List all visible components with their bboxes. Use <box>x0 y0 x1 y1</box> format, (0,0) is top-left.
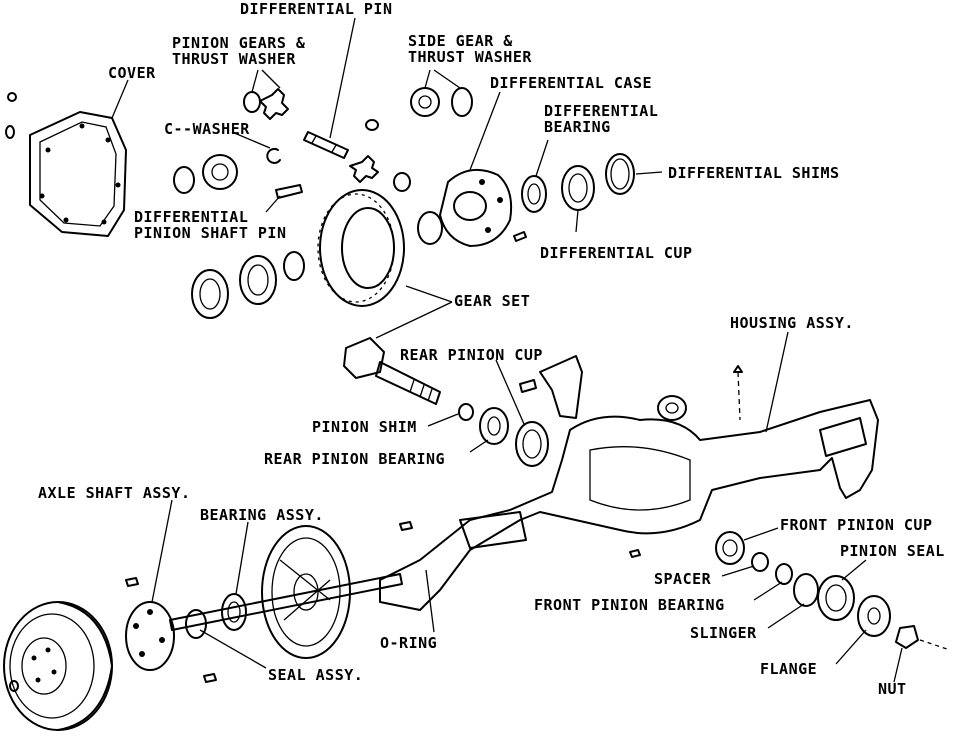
label-side-gear-line1: SIDE GEAR & <box>408 32 513 50</box>
axle-bearing-part <box>185 593 247 639</box>
label-differential-pin: DIFFERENTIAL PIN <box>240 0 393 18</box>
label-differential-bearing-line1: DIFFERENTIAL <box>544 102 658 120</box>
front-pinion-parts <box>715 531 951 651</box>
label-differential-cup: DIFFERENTIAL CUP <box>540 244 693 262</box>
label-c-washer: C--WASHER <box>164 120 250 138</box>
cover-part <box>5 92 127 237</box>
ring-gear-part <box>317 189 405 307</box>
label-side-gear-line2: THRUST WASHER <box>408 48 532 66</box>
label-pinion-gears-line1: PINION GEARS & <box>172 34 306 52</box>
label-pinion-shim: PINION SHIM <box>312 418 417 436</box>
leader-lines <box>111 17 903 683</box>
label-o-ring: O-RING <box>380 634 437 652</box>
label-differential-case: DIFFERENTIAL CASE <box>490 74 652 92</box>
label-rear-pinion-bearing: REAR PINION BEARING <box>264 450 445 468</box>
housing-part <box>379 365 879 611</box>
label-pinion-seal: PINION SEAL <box>840 542 945 560</box>
bearing-cap-part <box>519 355 583 419</box>
label-spacer: SPACER <box>654 570 712 588</box>
label-gear-set: GEAR SET <box>454 292 530 310</box>
label-rear-pinion-cup: REAR PINION CUP <box>400 346 543 364</box>
label-diff-pinion-shaft-pin-line1: DIFFERENTIAL <box>134 208 248 226</box>
label-housing-assy: HOUSING ASSY. <box>730 314 854 332</box>
c-washer-part <box>266 147 281 164</box>
label-front-pinion-bearing: FRONT PINION BEARING <box>534 596 725 614</box>
label-cover: COVER <box>108 64 156 82</box>
label-diff-pinion-shaft-pin-line2: PINION SHAFT PIN <box>134 224 287 242</box>
label-differential-bearing-line2: BEARING <box>544 118 611 136</box>
label-front-pinion-cup: FRONT PINION CUP <box>780 516 933 534</box>
differential-bearing-part <box>521 153 635 213</box>
label-bearing-assy: BEARING ASSY. <box>200 506 324 524</box>
differential-case-part <box>417 168 527 247</box>
label-slinger: SLINGER <box>690 624 757 642</box>
part-labels: DIFFERENTIAL PIN PINION GEARS & THRUST W… <box>38 0 945 698</box>
label-axle-shaft-assy: AXLE SHAFT ASSY. <box>38 484 191 502</box>
label-seal-assy: SEAL ASSY. <box>268 666 363 684</box>
bolts-part <box>125 521 641 683</box>
pinion-gear-left-part <box>173 154 303 199</box>
side-gear-part <box>410 87 473 117</box>
label-pinion-gears-line2: THRUST WASHER <box>172 50 296 68</box>
brake-drum-part <box>3 601 113 731</box>
label-differential-shims: DIFFERENTIAL SHIMS <box>668 164 840 182</box>
rear-pinion-parts <box>458 403 549 467</box>
label-nut: NUT <box>878 680 907 698</box>
label-flange: FLANGE <box>760 660 817 678</box>
pinion-bearings-left-part <box>191 251 305 319</box>
differential-pin-part <box>303 131 349 159</box>
drive-pinion-part <box>343 337 441 405</box>
brake-backing-plate-part <box>261 525 351 659</box>
axle-shaft-part <box>125 573 403 671</box>
